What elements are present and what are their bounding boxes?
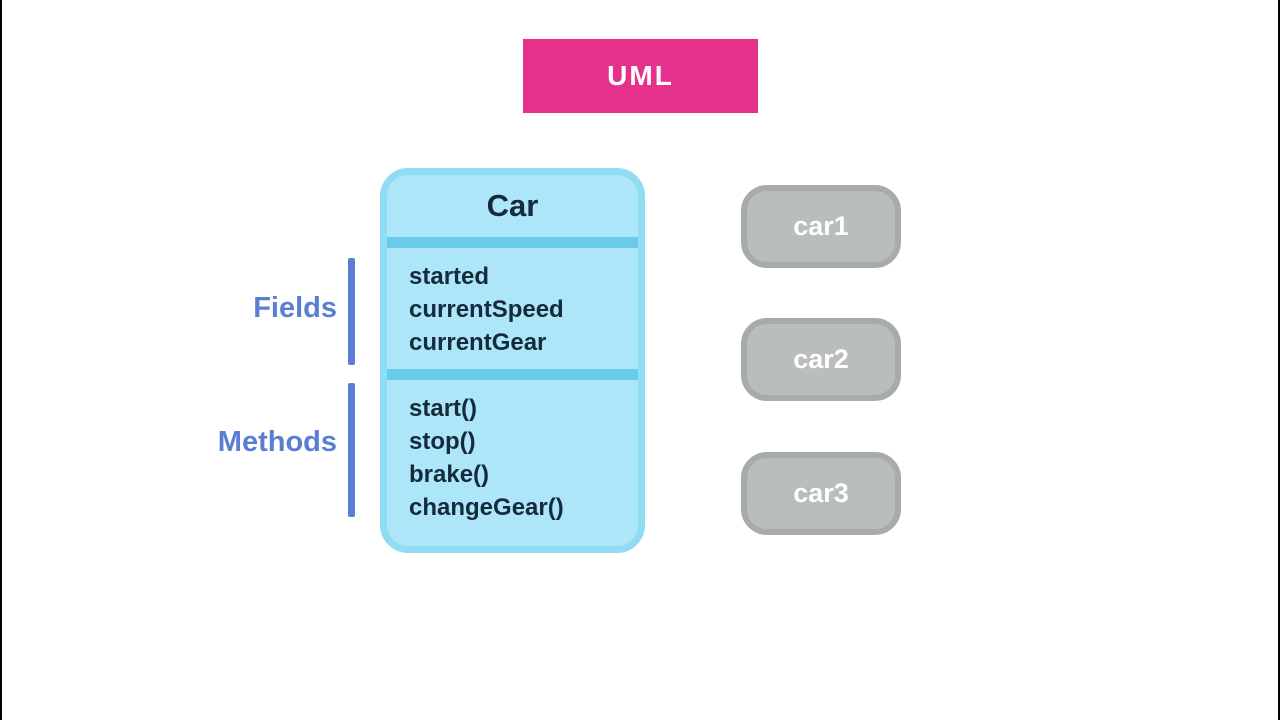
uml-title-box: UML [523, 39, 758, 113]
field-item: currentGear [409, 329, 547, 356]
method-item: start() [409, 395, 478, 422]
uml-title-label: UML [607, 60, 674, 91]
fields-section: started currentSpeed currentGear [387, 248, 638, 369]
field-item: currentSpeed [409, 296, 564, 323]
instance-label: car1 [793, 211, 849, 241]
fields-label: Fields [253, 292, 337, 324]
field-item: started [409, 263, 490, 290]
fields-bracket-bar [348, 258, 355, 365]
instance-label: car3 [793, 478, 849, 508]
left-edge-line [0, 0, 2, 720]
method-item: stop() [409, 428, 476, 455]
methods-bracket-bar [348, 383, 355, 517]
instance-box-car2: car2 [741, 318, 901, 401]
right-edge-line [1278, 0, 1280, 720]
methods-label: Methods [217, 426, 337, 458]
class-name: Car [486, 188, 539, 223]
methods-section: start() stop() brake() changeGear() [387, 380, 638, 546]
method-item: changeGear() [409, 494, 564, 521]
instance-box-car1: car1 [741, 185, 901, 268]
instance-box-car3: car3 [741, 452, 901, 535]
car-class-box: Car started currentSpeed currentGear sta… [380, 168, 645, 553]
method-item: brake() [409, 461, 490, 488]
instance-label: car2 [793, 344, 849, 374]
class-divider-methods [387, 369, 638, 380]
class-divider-fields [387, 237, 638, 248]
